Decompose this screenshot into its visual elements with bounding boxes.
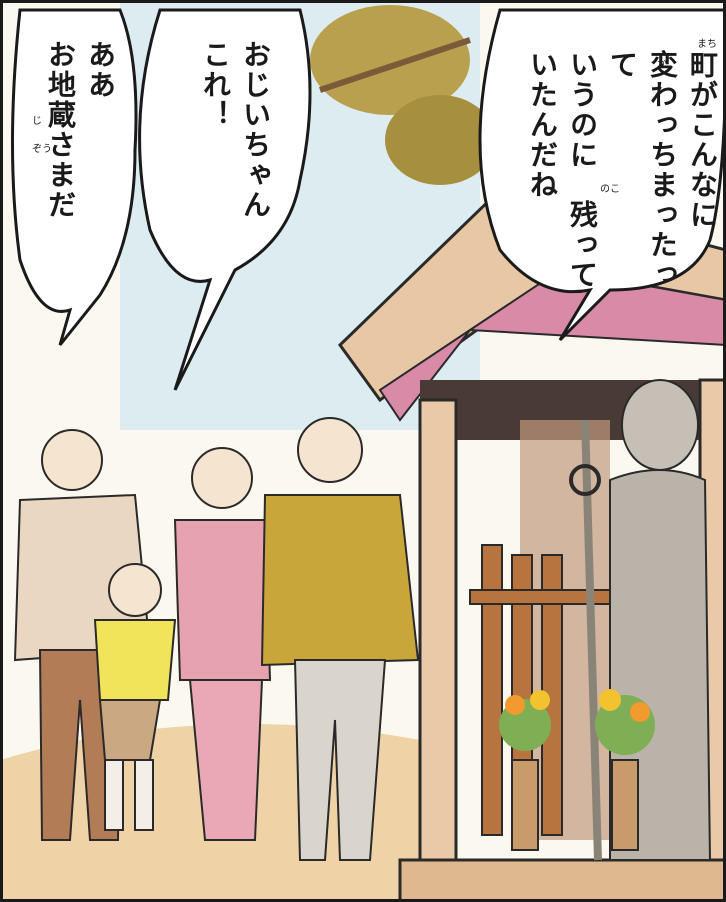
shrine-post-left [418, 398, 458, 872]
speech-bubble-middle [138, 8, 312, 391]
bubble-middle-text: おじいちゃん これ！ [195, 40, 275, 280]
ruby-ka: か [657, 59, 667, 70]
tree-foliage [310, 5, 495, 185]
bubble-right-line-1: 町がこんなに [686, 50, 719, 230]
bubble-right-line-2: 変わっちまったって [606, 50, 679, 290]
bubble-middle-line-2: これ！ [199, 40, 232, 130]
bubble-right-line-4: いたんだね [526, 50, 559, 200]
bubble-left-line-2: お地蔵さまだ [44, 40, 77, 220]
bubble-right-line-3: いうのに 残って [566, 50, 599, 290]
bubble-middle-line-1: おじいちゃん [239, 40, 272, 220]
speech-bubble-left [11, 8, 138, 346]
ruby-machi: まち [697, 39, 717, 50]
ruby-noko: のこ [600, 184, 620, 195]
ruby-zou: ぞう [32, 144, 52, 155]
character-grandmother [173, 447, 272, 841]
bubble-left-text: ああ お地蔵さまだ [40, 40, 120, 280]
flower-offerings [499, 689, 655, 851]
bubble-right-text: 町がこんなに 変わっちまったって いうのに 残って いたんだね [522, 50, 722, 290]
bubble-left-line-1: ああ [84, 40, 117, 100]
character-grandfather-right [260, 417, 420, 861]
character-child [93, 563, 177, 831]
shrine-base [398, 858, 726, 902]
speech-bubble-right [478, 8, 726, 342]
ruby-ji: じ [32, 116, 42, 127]
